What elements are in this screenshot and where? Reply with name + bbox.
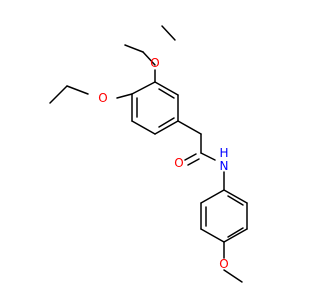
bond xyxy=(200,189,225,204)
atom-text: H xyxy=(219,146,228,160)
bond xyxy=(227,195,244,206)
atom-text: O xyxy=(219,257,228,271)
atom-text: O xyxy=(98,91,107,105)
atom-text: N xyxy=(220,159,229,173)
bond xyxy=(158,88,175,99)
bond xyxy=(184,153,197,161)
bond xyxy=(131,81,156,95)
bond xyxy=(154,81,179,96)
atom-label-O1: O xyxy=(150,56,159,70)
atom-label-N1: H N xyxy=(219,146,228,173)
bond xyxy=(154,120,179,135)
bond xyxy=(200,228,225,243)
bond xyxy=(223,269,243,283)
bonds xyxy=(49,25,248,283)
atom-label-O4: O xyxy=(219,257,228,271)
bond xyxy=(223,189,248,204)
bond xyxy=(177,120,202,135)
bond xyxy=(187,158,200,166)
molecule-structure: O O O H N O xyxy=(49,25,248,283)
bond xyxy=(200,152,216,161)
bond xyxy=(49,85,68,104)
bond xyxy=(223,228,248,243)
bond xyxy=(66,85,89,95)
atom-label-O3: O xyxy=(174,156,183,170)
atom-text: O xyxy=(150,56,159,70)
atom-label-O2: O xyxy=(98,91,107,105)
bond xyxy=(161,25,176,41)
bond xyxy=(158,117,175,128)
atom-text: O xyxy=(174,156,183,170)
atom-labels: O O O H N O xyxy=(98,56,228,271)
bond xyxy=(116,93,133,99)
bond xyxy=(124,44,144,53)
bond xyxy=(142,51,156,66)
bond xyxy=(131,120,156,135)
bond xyxy=(227,227,244,238)
